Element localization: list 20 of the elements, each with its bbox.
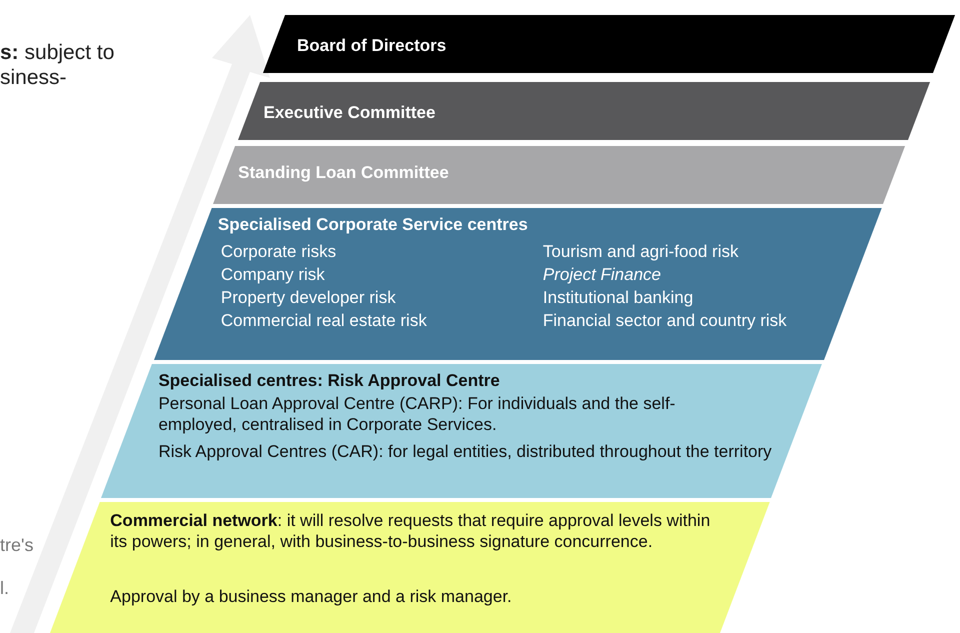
list-item: Corporate risks — [220, 241, 338, 262]
list-item: Company risk — [220, 264, 326, 285]
list-item: Property developer risk — [220, 287, 397, 308]
band-heading: Specialised Corporate Service centres — [218, 214, 529, 235]
band-text: Personal Loan Approval Centre (CARP): For individuals and the self-employed, centralised in Corporate Services. — [158, 393, 676, 435]
side-note: l. — [0, 577, 10, 600]
list-item: Tourism and agri-food risk — [542, 241, 740, 262]
band-text: Risk Approval Centres (CAR): for legal entities, distributed throughout the territory — [158, 441, 773, 462]
list-item: Project Finance — [542, 264, 662, 285]
band-text: Approval by a business manager and a risk manager. — [110, 586, 513, 607]
side-note: tre's — [0, 534, 34, 557]
band-heading: Specialised centres: Risk Approval Centre — [158, 370, 501, 391]
list-item: Financial sector and country risk — [542, 310, 788, 331]
side-note: s: subject to siness- — [0, 40, 116, 90]
list-item: Institutional banking — [542, 287, 694, 308]
band-heading: Executive Committee — [264, 102, 436, 123]
list-item: Commercial real estate risk — [220, 310, 428, 331]
band-text: Commercial network: it will resolve requests that require approval levels within its powers; in general, with business-to-business signature concurrence. — [110, 510, 712, 552]
band-heading: Board of Directors — [296, 35, 448, 56]
band-heading: Standing Loan Committee — [238, 162, 450, 183]
